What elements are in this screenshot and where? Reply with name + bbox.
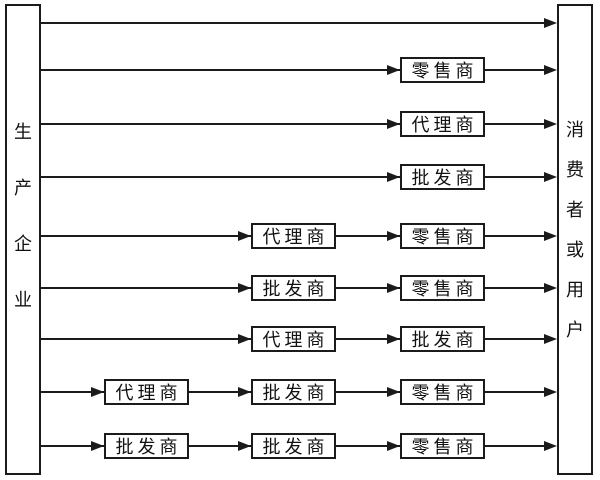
intermediary-box: 零售商	[400, 379, 485, 405]
arrowhead-icon	[238, 441, 251, 451]
intermediary-label: 代理商	[262, 227, 329, 247]
producer-label: 生产企业	[14, 121, 32, 310]
arrowhead-icon	[544, 119, 557, 129]
intermediary-label: 批发商	[262, 437, 329, 457]
intermediary-label: 零售商	[411, 227, 478, 247]
arrowhead-icon	[387, 387, 400, 397]
arrowhead-icon	[91, 441, 104, 451]
arrowhead-icon	[544, 231, 557, 241]
arrowhead-icon	[387, 231, 400, 241]
arrowhead-icon	[544, 283, 557, 293]
arrowhead-icon	[544, 334, 557, 344]
arrowhead-icon	[387, 119, 400, 129]
channel-line	[41, 176, 553, 178]
arrowhead-icon	[387, 334, 400, 344]
arrowhead-icon	[238, 387, 251, 397]
intermediary-box: 代理商	[400, 111, 485, 137]
intermediary-label: 批发商	[411, 330, 478, 350]
intermediary-box: 批发商	[251, 379, 336, 405]
arrowhead-icon	[91, 387, 104, 397]
intermediary-box: 零售商	[400, 433, 485, 459]
intermediary-box: 批发商	[104, 433, 189, 459]
intermediary-label: 批发商	[262, 383, 329, 403]
producer-box: 生产企业	[5, 4, 41, 475]
arrowhead-icon	[387, 283, 400, 293]
arrowhead-icon	[544, 441, 557, 451]
consumer-label: 消费者或用户	[566, 119, 584, 340]
intermediary-box: 零售商	[400, 275, 485, 301]
arrowhead-icon	[238, 231, 251, 241]
consumer-box: 消费者或用户	[557, 4, 593, 475]
channel-line	[41, 22, 553, 24]
channel-line	[41, 123, 553, 125]
arrowhead-icon	[387, 441, 400, 451]
intermediary-label: 代理商	[411, 115, 478, 135]
intermediary-box: 零售商	[400, 57, 485, 83]
intermediary-box: 代理商	[251, 326, 336, 352]
intermediary-box: 代理商	[251, 223, 336, 249]
intermediary-label: 零售商	[411, 279, 478, 299]
arrowhead-icon	[544, 172, 557, 182]
arrowhead-icon	[387, 65, 400, 75]
intermediary-box: 批发商	[251, 433, 336, 459]
intermediary-label: 批发商	[115, 437, 182, 457]
intermediary-box: 零售商	[400, 223, 485, 249]
intermediary-box: 批发商	[400, 164, 485, 190]
intermediary-box: 批发商	[400, 326, 485, 352]
arrowhead-icon	[544, 18, 557, 28]
arrowhead-icon	[387, 172, 400, 182]
intermediary-label: 零售商	[411, 437, 478, 457]
intermediary-label: 代理商	[115, 383, 182, 403]
arrowhead-icon	[238, 283, 251, 293]
intermediary-box: 代理商	[104, 379, 189, 405]
arrowhead-icon	[544, 65, 557, 75]
intermediary-label: 零售商	[411, 383, 478, 403]
intermediary-box: 批发商	[251, 275, 336, 301]
channel-line	[41, 69, 553, 71]
intermediary-label: 批发商	[411, 168, 478, 188]
intermediary-label: 批发商	[262, 279, 329, 299]
intermediary-label: 代理商	[262, 330, 329, 350]
arrowhead-icon	[544, 387, 557, 397]
intermediary-label: 零售商	[411, 61, 478, 81]
arrowhead-icon	[238, 334, 251, 344]
